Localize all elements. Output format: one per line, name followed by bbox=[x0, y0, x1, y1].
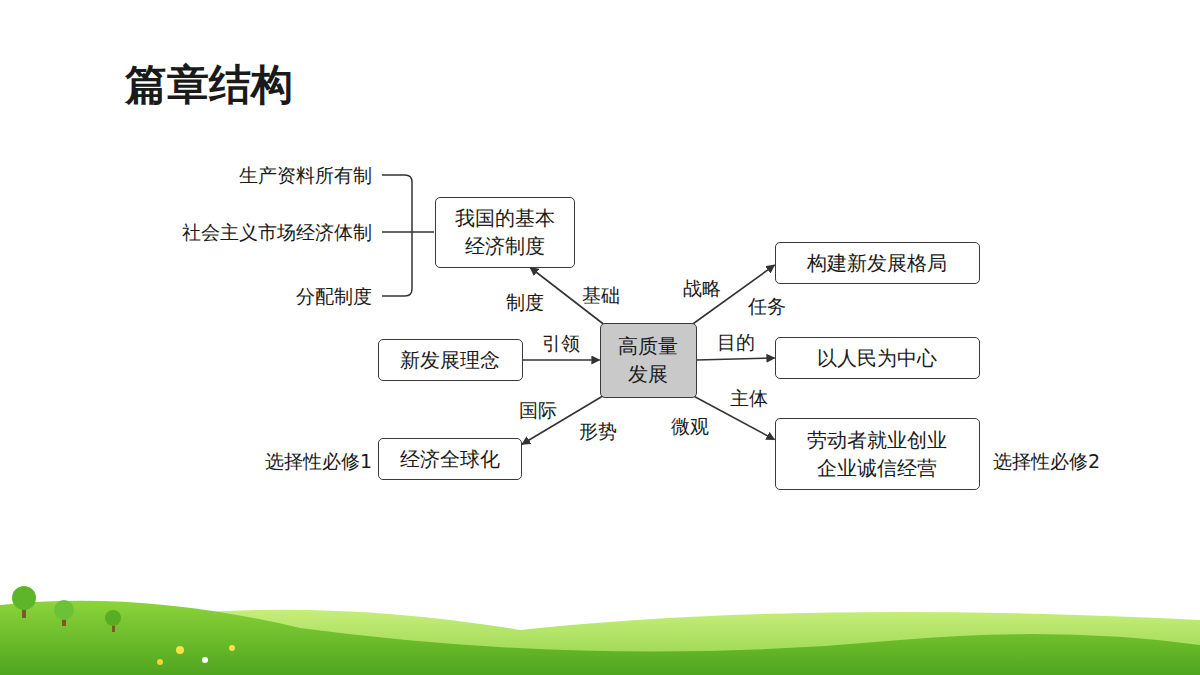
relation-label: 微观 bbox=[671, 415, 709, 438]
arrow-connector bbox=[697, 358, 775, 360]
relation-label: 主体 bbox=[730, 387, 768, 410]
concept-box: 新发展理念 bbox=[378, 339, 523, 381]
box-text: 劳动者就业创业 企业诚信经营 bbox=[807, 426, 947, 482]
concept-box: 构建新发展格局 bbox=[775, 242, 980, 284]
relation-label: 国际 bbox=[519, 399, 557, 422]
arrow-connector bbox=[523, 359, 600, 361]
concept-box: 经济全球化 bbox=[378, 438, 522, 480]
concept-box: 劳动者就业创业 企业诚信经营 bbox=[775, 418, 980, 490]
box-text: 高质量 发展 bbox=[618, 332, 678, 388]
box-text: 经济全球化 bbox=[400, 445, 500, 473]
trees bbox=[12, 586, 235, 665]
box-text: 我国的基本 经济制度 bbox=[455, 204, 555, 260]
bracket-stem bbox=[382, 231, 434, 233]
concept-box: 我国的基本 经济制度 bbox=[435, 197, 575, 268]
bracket bbox=[382, 175, 412, 296]
relation-label: 形势 bbox=[579, 420, 617, 443]
relation-label: 战略 bbox=[683, 277, 721, 300]
list-item: 生产资料所有制 bbox=[239, 164, 372, 187]
edge-label: 引领 bbox=[542, 332, 580, 355]
box-text: 构建新发展格局 bbox=[807, 249, 947, 277]
list-item: 社会主义市场经济体制 bbox=[182, 221, 372, 244]
relation-label: 基础 bbox=[582, 284, 620, 307]
grass-hill bbox=[0, 601, 1200, 675]
relation-label: 任务 bbox=[748, 295, 786, 318]
list-item: 分配制度 bbox=[296, 285, 372, 308]
module-note: 选择性必修2 bbox=[993, 450, 1100, 473]
concept-box: 以人民为中心 bbox=[775, 337, 980, 379]
edge-label: 目的 bbox=[717, 331, 755, 354]
page-title: 篇章结构 bbox=[125, 62, 293, 108]
module-note: 选择性必修1 bbox=[265, 450, 372, 473]
box-text: 以人民为中心 bbox=[817, 344, 937, 372]
core-box: 高质量 发展 bbox=[600, 323, 697, 398]
box-text: 新发展理念 bbox=[400, 346, 500, 374]
relation-label: 制度 bbox=[506, 291, 544, 314]
